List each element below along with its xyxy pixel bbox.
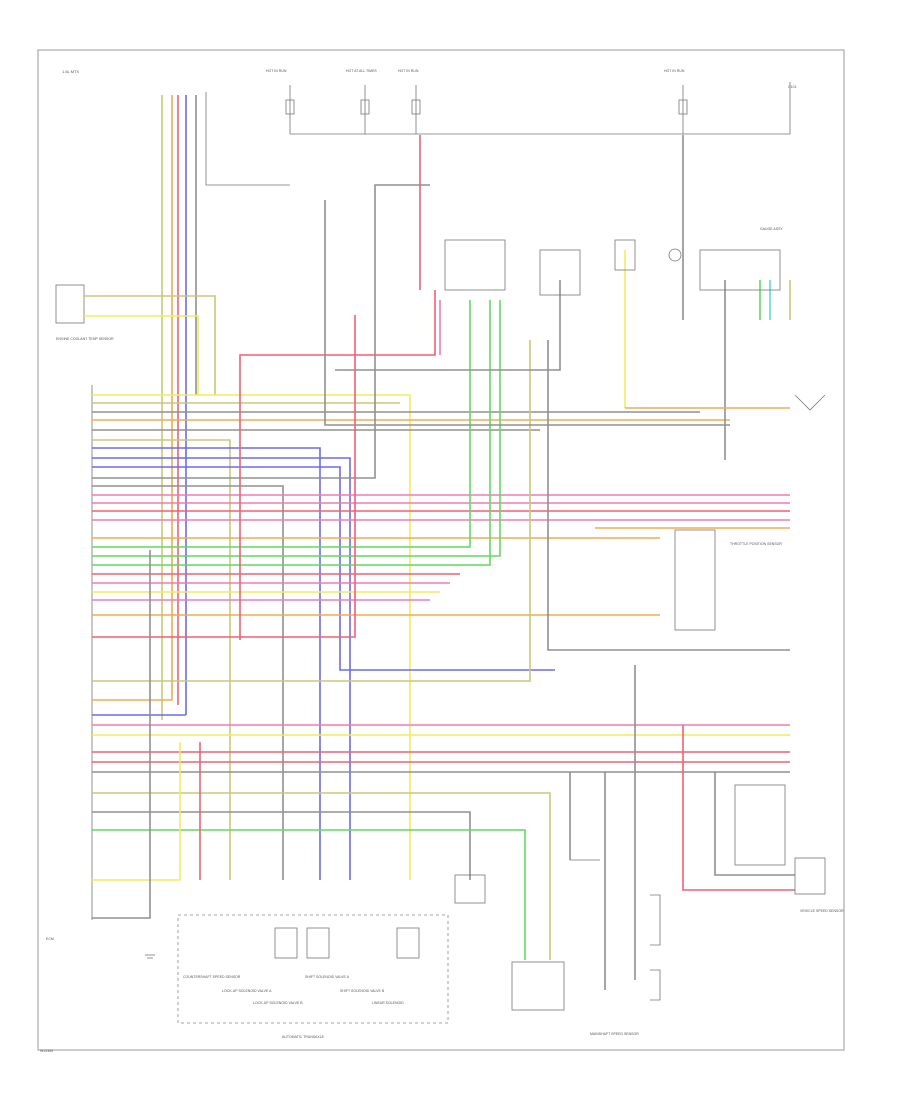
- fuses: [285, 85, 688, 134]
- bottom-label-4: SHIFT SOLENOID VALVE A: [305, 975, 350, 979]
- corner-code: W12345: [40, 1049, 53, 1053]
- bottom-labels: COUNTERSHAFT SPEED SENSOR LOCK-UP SOLENO…: [183, 975, 639, 1039]
- left-vertical-trunks: [161, 95, 197, 720]
- solenoid-blocks: [274, 927, 420, 959]
- ecm-horizontal-wires: [92, 184, 730, 880]
- top-left-connector: [205, 92, 290, 186]
- top-power-labels: HOT IN RUN HOT AT ALL TIMES HOT IN RUN H…: [266, 69, 797, 89]
- header-left: 1.6L MTX: [62, 69, 80, 74]
- right-components: [674, 394, 826, 895]
- transaxle-box: [177, 914, 449, 1024]
- top-label-1: HOT IN RUN: [266, 69, 287, 73]
- ground-symbol: [145, 954, 155, 959]
- top-label-2: HOT AT ALL TIMES: [346, 69, 377, 73]
- coolant-sensor-box: [55, 284, 85, 324]
- bottom-label-2: LOCK-UP SOLENOID VALVE A: [222, 989, 272, 993]
- bottom-center-label: AUTOMATIC TRANSAXLE: [282, 1035, 325, 1039]
- top-bus: [290, 82, 791, 135]
- right-vertical-wires: [324, 135, 795, 990]
- vss-label: VEHICLE SPEED SENSOR: [800, 909, 844, 913]
- right-run-wires: [92, 494, 790, 539]
- tps-label: THROTTLE POSITION SENSOR: [730, 542, 782, 546]
- ground-label: G101: [788, 85, 797, 89]
- bottom-label-3: LOCK-UP SOLENOID VALVE B: [253, 1001, 303, 1005]
- coolant-sensor-label: ENGINE COOLANT TEMP SENSOR: [56, 337, 114, 341]
- bottom-center-components: [454, 859, 661, 1011]
- bottom-right-label: MAINSHAFT SPEED SENSOR: [590, 1032, 639, 1036]
- red-loop: [239, 290, 436, 640]
- bottom-label-1: COUNTERSHAFT SPEED SENSOR: [183, 975, 241, 979]
- bottom-label-6: LINEAR SOLENOID: [372, 1001, 404, 1005]
- top-label-3: HOT IN RUN: [398, 69, 419, 73]
- coolant-wire-1: [84, 295, 216, 395]
- diagram-frame: [37, 49, 845, 1051]
- bottom-label-5: SHIFT SOLENOID VALVE B: [340, 989, 385, 993]
- middle-relays: [444, 239, 781, 296]
- top-label-4: HOT IN RUN: [664, 69, 685, 73]
- gauge-label: GAUGE ASSY: [760, 227, 783, 231]
- lower-wires: [92, 340, 790, 960]
- ecm-label: ECM: [46, 937, 54, 941]
- coolant-wire-2: [84, 315, 199, 395]
